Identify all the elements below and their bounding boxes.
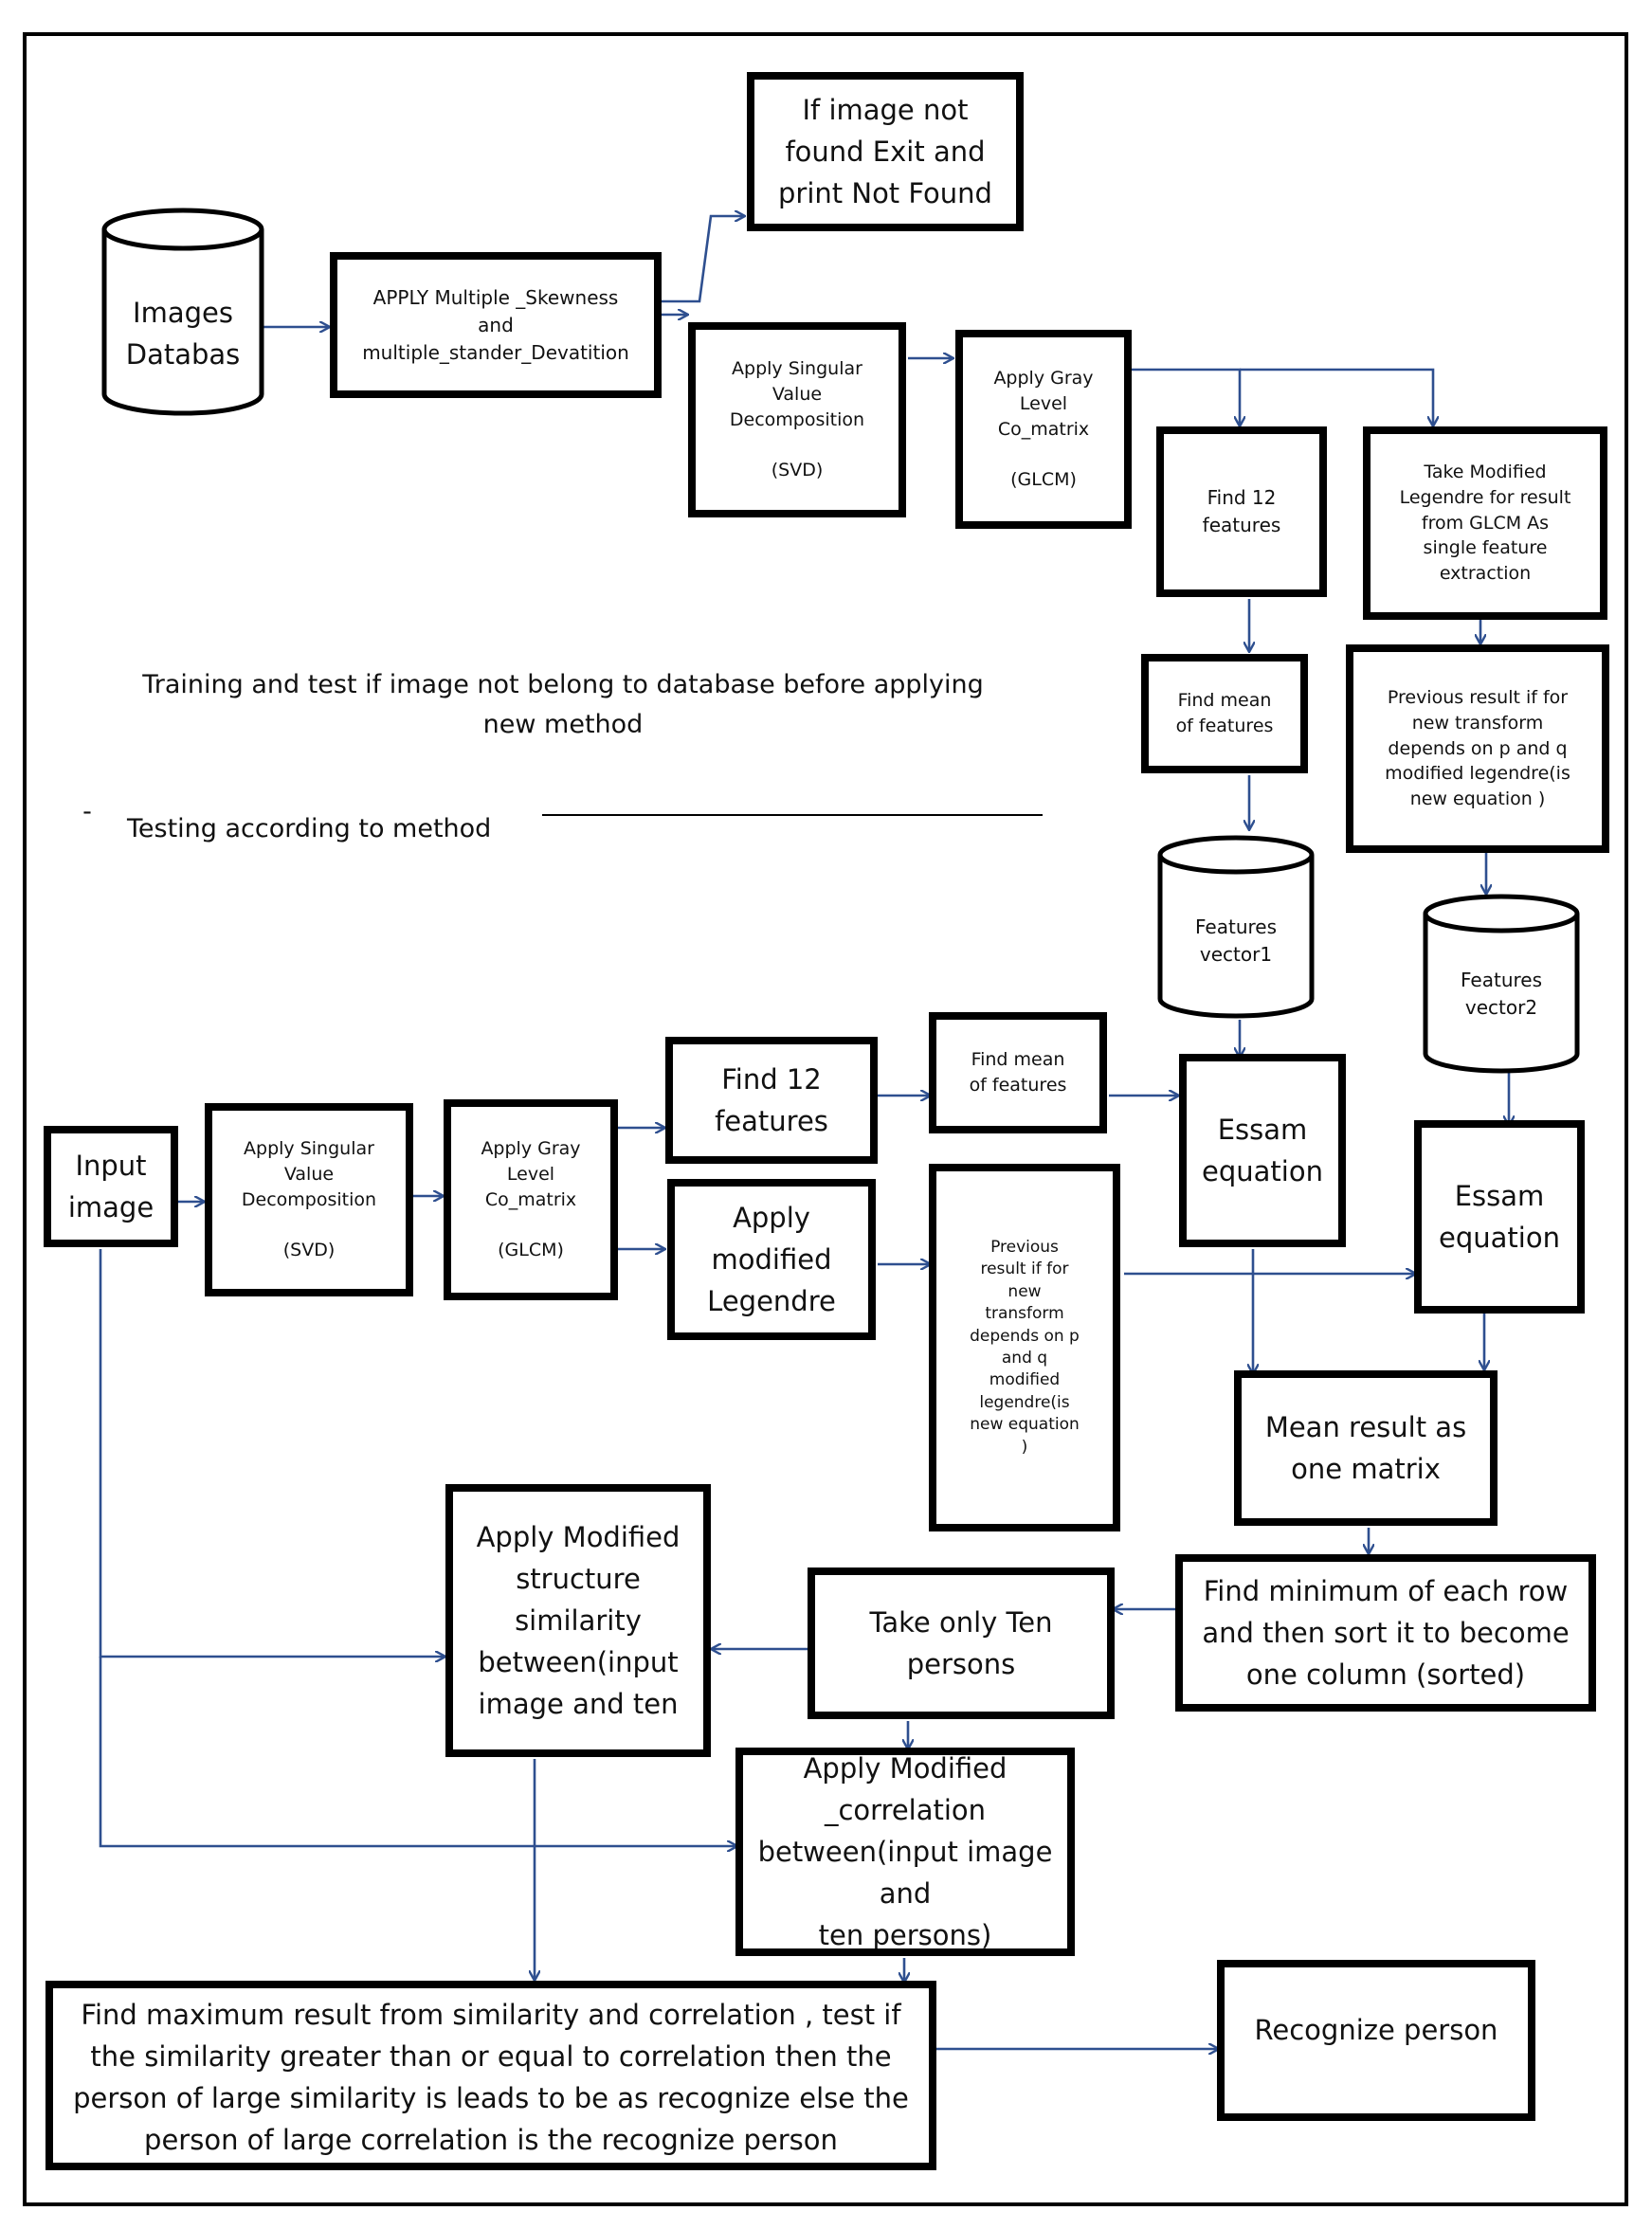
prev-result-test-box: Previous result if for new transform dep…	[929, 1164, 1120, 1531]
find12-test-box: Find 12 features	[665, 1037, 878, 1164]
svd-test-box: Apply Singular Value Decomposition (SVD)	[205, 1103, 413, 1296]
glcm-train-box: Apply Gray Level Co_matrix (GLCM)	[955, 330, 1132, 529]
glcm-test-box: Apply Gray Level Co_matrix (GLCM)	[444, 1099, 618, 1300]
take-ten-box: Take only Ten persons	[808, 1568, 1115, 1719]
recognize-person-box: Recognize person	[1217, 1960, 1535, 2121]
correlation-box: Apply Modified _correlation between(inpu…	[735, 1748, 1075, 1956]
features-vector1-db: Features vector1	[1154, 832, 1317, 1022]
features-vector1-label: Features vector1	[1195, 915, 1277, 966]
diagram-frame	[23, 32, 1628, 2206]
mean-train-box: Find mean of features	[1141, 654, 1308, 773]
svd-train-box: Apply Singular Value Decomposition (SVD)	[688, 322, 906, 517]
find-maximum-box: Find maximum result from similarity and …	[45, 1981, 936, 2170]
input-image-box: Input image	[44, 1126, 178, 1247]
images-database-label: Images Databas	[125, 297, 241, 372]
legendre-train-box: Take Modified Legendre for result from G…	[1363, 426, 1607, 620]
prev-result-train-box: Previous result if for new transform dep…	[1346, 644, 1609, 853]
testing-note: Testing according to method	[127, 814, 492, 843]
find-minimum-box: Find minimum of each row and then sort i…	[1175, 1554, 1596, 1712]
apply-legendre-test-box: Apply modified Legendre	[667, 1179, 876, 1340]
essam-equation-1-box: Essam equation	[1179, 1054, 1346, 1247]
features-vector2-db: Features vector2	[1420, 891, 1583, 1077]
dash-mark: -	[82, 797, 92, 826]
find12-train-box: Find 12 features	[1156, 426, 1327, 597]
training-note: Training and test if image not belong to…	[142, 670, 984, 739]
mean-result-box: Mean result as one matrix	[1234, 1370, 1498, 1526]
not-found-box: If image not found Exit and print Not Fo…	[747, 72, 1024, 231]
essam-equation-2-box: Essam equation	[1414, 1120, 1585, 1314]
structure-similarity-box: Apply Modified structure similarity betw…	[445, 1484, 711, 1757]
images-database: Images Databas	[99, 205, 267, 419]
features-vector2-label: Features vector2	[1461, 969, 1542, 1019]
apply-skewness-box: APPLY Multiple _Skewness and multiple_st…	[330, 252, 662, 398]
mean-test-box: Find mean of features	[929, 1012, 1107, 1133]
